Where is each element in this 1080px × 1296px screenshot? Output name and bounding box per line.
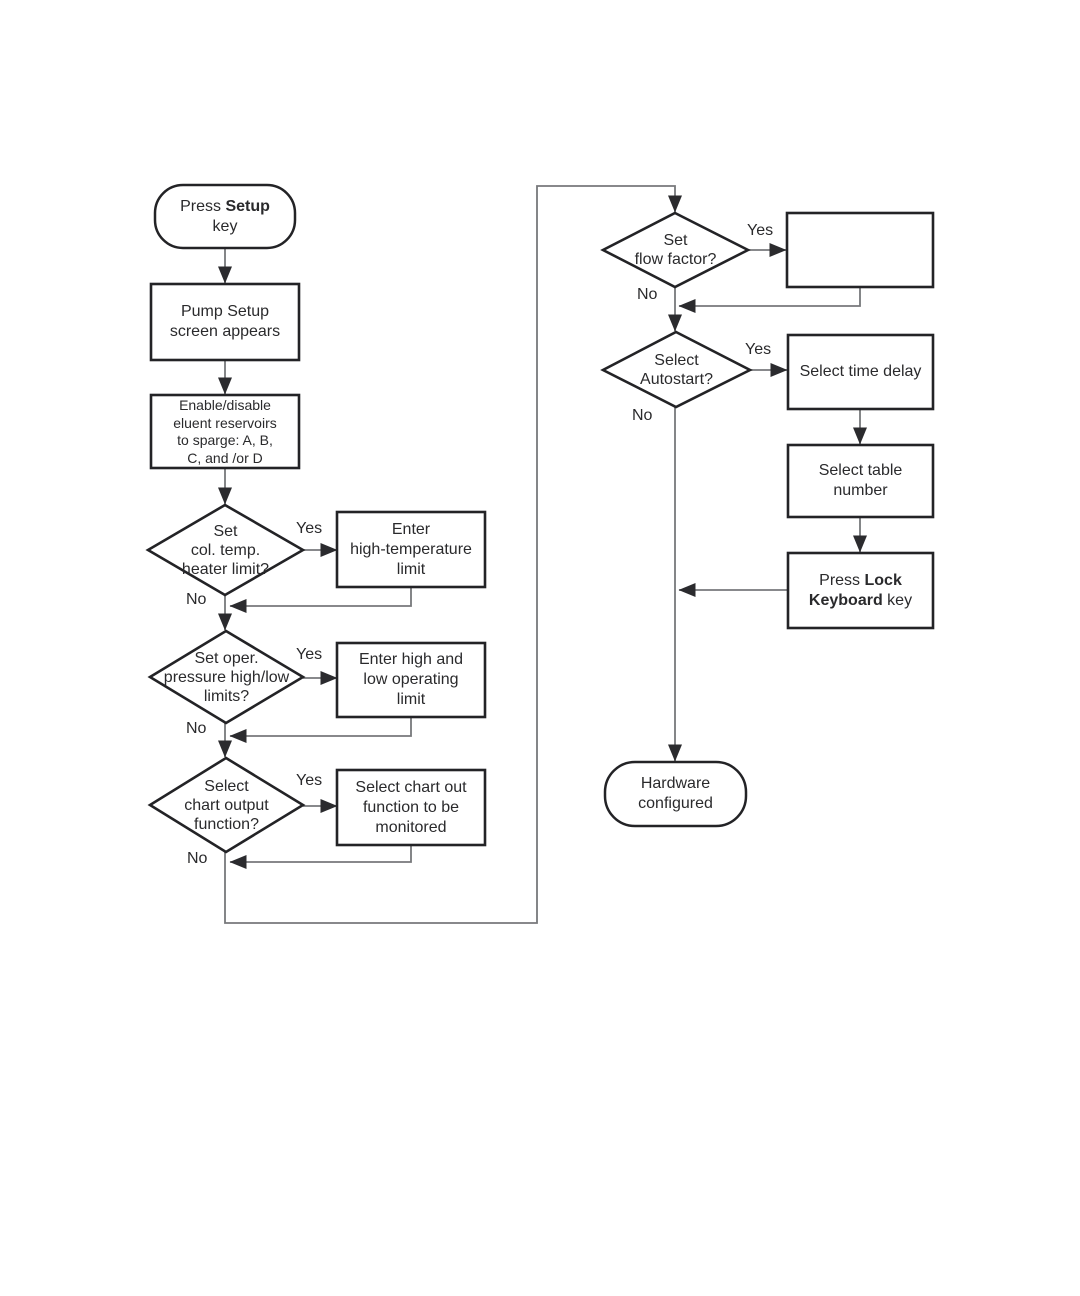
shape-group	[145, 183, 935, 854]
edge-chartfn-feedback	[229, 845, 412, 869]
pump-setup-box	[149, 282, 301, 362]
hardware-configured-terminator	[603, 760, 748, 828]
enter-high-temp-box	[335, 510, 487, 589]
edge-chartoutput-no-to-flowfactor	[224, 185, 682, 924]
enable-sparge-box	[149, 393, 301, 470]
enter-high-low-box	[335, 641, 487, 719]
press-lock-keyboard-box	[786, 551, 935, 630]
flow-factor-action-box	[785, 211, 935, 289]
flow-factor-decision-diamond	[600, 211, 751, 289]
select-table-number-box	[786, 443, 935, 519]
select-chart-out-box	[335, 768, 487, 847]
autostart-decision-diamond	[600, 330, 753, 409]
start-terminator	[153, 183, 297, 250]
col-temp-decision-diamond	[145, 503, 306, 597]
edge-hightemp-feedback	[229, 587, 412, 613]
oper-pressure-decision-diamond	[147, 629, 306, 725]
edge-flowaction-feedback	[678, 287, 861, 313]
select-time-delay-box	[786, 333, 935, 411]
chart-output-decision-diamond	[147, 756, 306, 854]
edge-highlow-feedback	[229, 717, 412, 743]
connector-group	[218, 185, 867, 924]
